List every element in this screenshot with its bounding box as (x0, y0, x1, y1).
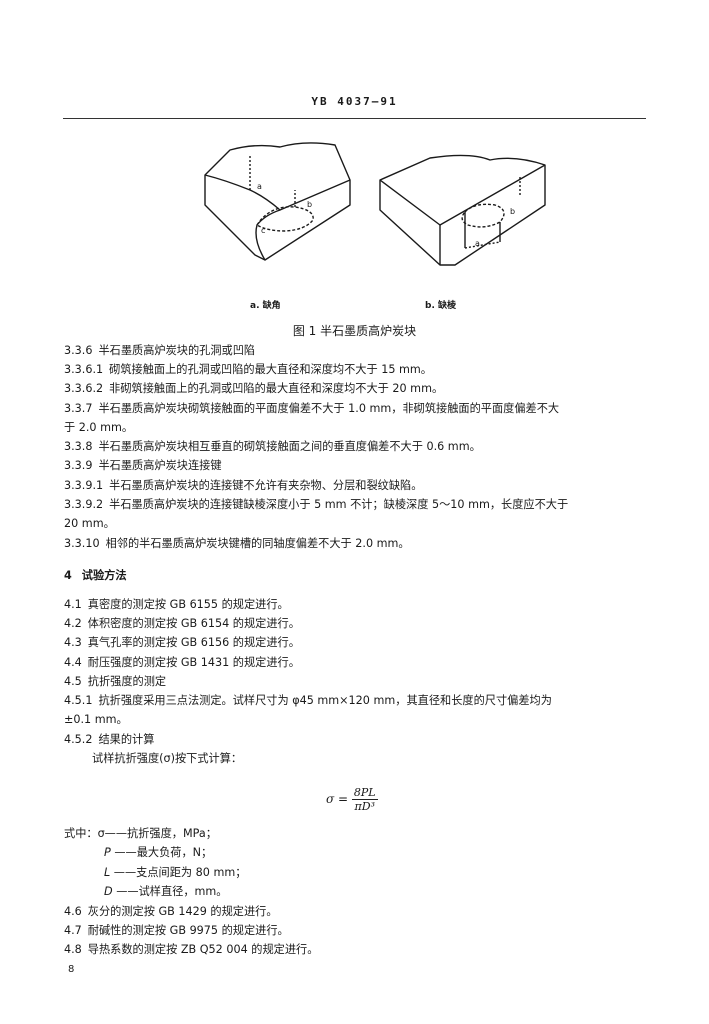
where-line: D ——试样直径，mm。 (104, 885, 228, 898)
formula-fraction: 8PL πD³ (351, 786, 378, 813)
formula-numerator: 8PL (351, 786, 378, 800)
page-header: YB 4037—91 (311, 95, 398, 108)
clause-line: 于 2.0 mm。 (64, 421, 134, 434)
figure-a-label-c: c (261, 226, 265, 235)
figure-b-caption: b. 缺棱 (425, 301, 456, 311)
test-item: ±0.1 mm。 (64, 713, 128, 726)
figure-a-label-b: b (307, 200, 312, 209)
where-line: 式中：σ——抗折强度，MPa； (64, 827, 217, 840)
figure-b-label-a: a (475, 239, 480, 248)
where-line: P ——最大负荷，N； (104, 846, 213, 859)
formula-lhs: σ = (326, 792, 349, 806)
figure-title: 图 1 半石墨质高炉炭块 (292, 324, 417, 338)
figure-a-caption: a. 缺角 (250, 301, 281, 311)
figure-b-edge-defect: a b (379, 154, 546, 266)
where-line: L ——支点间距为 80 mm； (104, 866, 247, 879)
formula-denominator: πD³ (354, 800, 375, 813)
formula: σ = 8PL πD³ (326, 786, 378, 813)
page-number: 8 (68, 964, 75, 975)
figure-a-label-a: a (257, 182, 262, 191)
clause-line: 20 mm。 (64, 517, 115, 530)
figure-b-label-b: b (510, 207, 515, 216)
figure-a-corner-defect: a c b (204, 142, 351, 261)
header-rule (63, 118, 646, 119)
test-item: 试样抗折强度(σ)按下式计算： (92, 752, 243, 765)
